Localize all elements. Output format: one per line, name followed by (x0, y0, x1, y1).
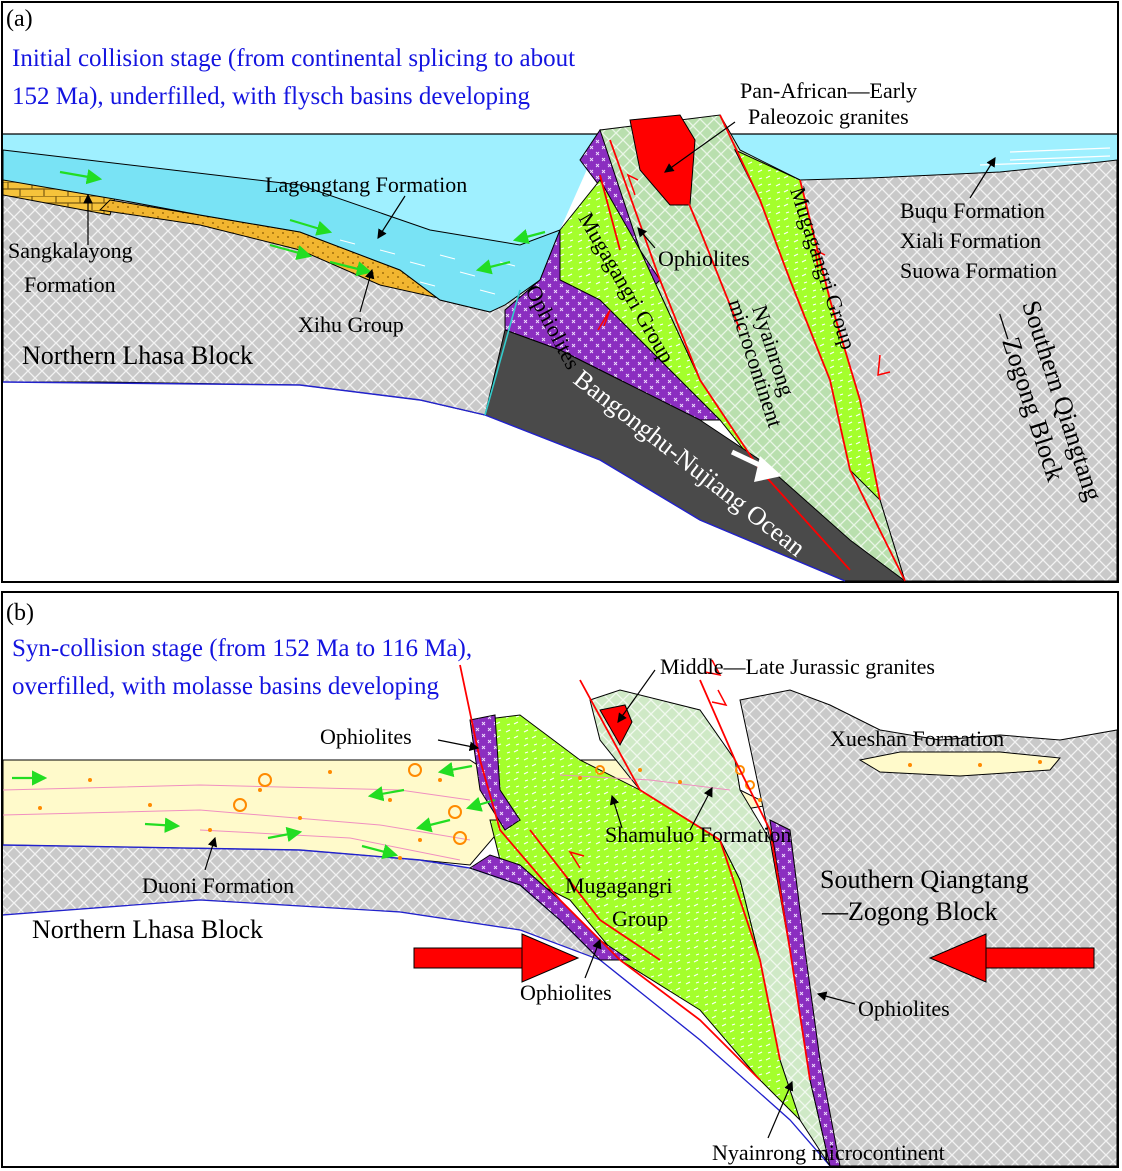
flysch-bedding (339, 239, 516, 295)
compression-arrow-right (928, 933, 1095, 983)
label-qiangtang-b-line1: Southern Qiangtang (820, 865, 1029, 894)
label-xueshan: Xueshan Formation (830, 726, 1004, 751)
label-duoni: Duoni Formation (142, 873, 294, 898)
panel-a-title-line1: Initial collision stage (from continenta… (12, 45, 575, 72)
label-lagongtang: Lagongtang Formation (265, 172, 467, 197)
label-xihu: Xihu Group (298, 312, 404, 337)
label-ophiolites-a-upper: Ophiolites (658, 246, 750, 271)
panel-a-title-line2: 152 Ma), underfilled, with flysch basins… (12, 83, 530, 110)
fault-arrows-a (597, 173, 891, 376)
conglomerate-dots (38, 760, 1042, 860)
fault-arrows-b (568, 659, 728, 869)
lagongtang-formation (2, 149, 561, 313)
label-xiali: Xiali Formation (900, 228, 1041, 253)
label-middle-late-jurassic-granites: Middle—Late Jurassic granites (660, 654, 935, 679)
label-pan-african-granites-line1: Pan-African—Early (740, 78, 917, 103)
label-northern-lhasa-a: Northern Lhasa Block (22, 341, 253, 370)
label-suowa: Suowa Formation (900, 258, 1057, 283)
flow-arrows-a (59, 169, 546, 277)
label-mugagangri-b-line2: Group (612, 906, 668, 931)
compression-arrow-left (413, 933, 580, 983)
panel-b-letter: (b) (6, 600, 34, 626)
label-ophiolites-b-bottom: Ophiolites (520, 980, 612, 1005)
label-mugagangri-b-line1: Mugagangri (565, 873, 673, 898)
conglomerate-pebbles (233, 763, 755, 845)
panel-a: (a) Initial collision stage (from contin… (1, 1, 1119, 583)
molasse-bedding (2, 774, 731, 861)
panel-b-title-line1: Syn-collision stage (from 152 Ma to 116 … (12, 635, 472, 662)
panel-a-letter: (a) (6, 6, 33, 32)
label-shamuluo: Shamuluo Formation (605, 822, 791, 847)
label-sangkalayong-line2: Formation (24, 272, 116, 297)
label-ophiolites-b-top: Ophiolites (320, 724, 412, 749)
panel-b: (b) Syn-collision stage (from 152 Ma to … (1, 591, 1119, 1168)
buqu-sediment-lines (979, 147, 1111, 166)
label-ophiolites-b-right: Ophiolites (858, 996, 950, 1021)
ophiolites-bottom-sliver (468, 854, 632, 961)
trench-line (484, 289, 521, 416)
leaders-b (204, 669, 856, 1139)
sea-water (3, 134, 1117, 310)
leaders-a (83, 121, 996, 313)
panel-b-title-line2: overfilled, with molasse basins developi… (12, 673, 440, 700)
label-pan-african-granites-line2: Paleozoic granites (748, 104, 909, 129)
xueshan-formation (858, 751, 1061, 777)
label-qiangtang-b-line2: —Zogong Block (821, 897, 998, 926)
label-nyainrong-b: Nyainrong microcontinent (712, 1140, 945, 1165)
ophiolites-top-sliver (469, 714, 521, 831)
label-buqu: Buqu Formation (900, 198, 1045, 223)
flow-arrows-b (12, 761, 496, 860)
faults-a (599, 114, 906, 582)
label-northern-lhasa-b: Northern Lhasa Block (32, 915, 263, 944)
faults-b (459, 664, 811, 1081)
label-sangkalayong-line1: Sangkalayong (8, 238, 133, 263)
